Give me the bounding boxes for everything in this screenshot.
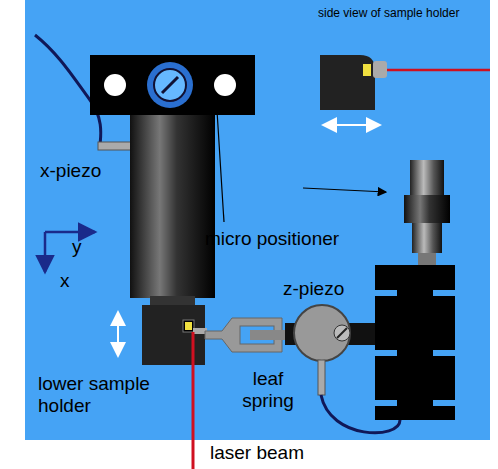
part-label: y	[72, 236, 82, 258]
part-label: laser beam	[210, 442, 304, 464]
part-label: z-piezo	[283, 278, 344, 300]
part-label: side view of sample holder	[318, 6, 459, 20]
part-label: x	[60, 270, 70, 292]
part-label: leaf spring	[228, 368, 308, 412]
part-label: x-piezo	[40, 160, 101, 182]
part-label: micro positioner	[205, 228, 339, 250]
part-label: lower sample holder	[38, 373, 168, 417]
